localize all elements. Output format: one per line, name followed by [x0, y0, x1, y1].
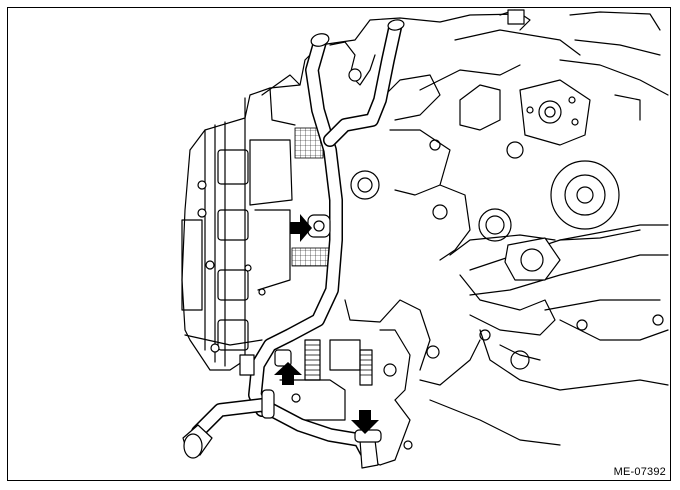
mount-bracket [429, 9, 669, 446]
callout-arrow-up [274, 362, 302, 385]
callout-arrow-down [351, 410, 379, 434]
springs [304, 339, 373, 386]
left-housing [181, 13, 521, 371]
figure-frame [7, 7, 671, 481]
figure-id-label: ME-07392 [613, 466, 666, 478]
coolant-hose [182, 19, 405, 469]
engine-block [279, 29, 581, 466]
callout-arrow-right [290, 214, 312, 242]
